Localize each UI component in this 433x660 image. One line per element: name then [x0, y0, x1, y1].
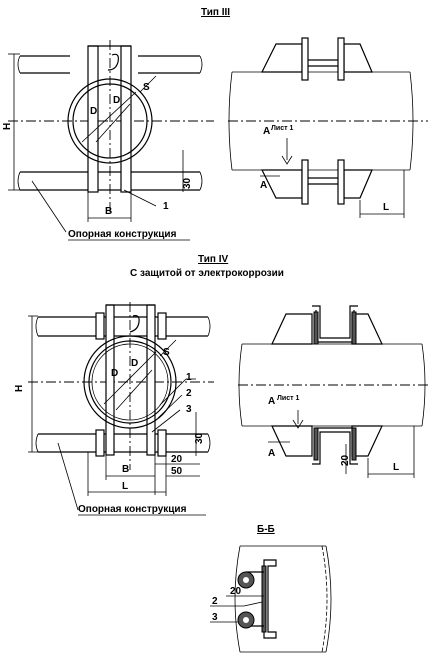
section-bb-title: Б-Б: [257, 524, 275, 535]
type-iii-dim-30: 30: [182, 177, 193, 189]
type-iv-dim-50: 50: [171, 466, 183, 477]
type-iii-drawing: Тип III: [2, 7, 428, 241]
type-iv-callout-2: 2: [186, 388, 192, 399]
type-iv-dim-20: 20: [171, 454, 183, 465]
type-iii-view-a-bottom: A: [260, 180, 267, 191]
type-iii-callout-1: 1: [163, 201, 169, 212]
type-iii-dim-s: S: [143, 82, 150, 93]
type-iii-dim-b: B: [105, 206, 112, 217]
section-bb-drawing: Б-Б 20 2 3: [210, 524, 332, 653]
section-bb-dim-20: 20: [230, 586, 242, 597]
type-iv-dim-20-right: 20: [340, 454, 351, 466]
section-bb-callout-3: 3: [212, 612, 218, 623]
type-iv-callout-3: 3: [186, 404, 192, 415]
type-iii-dim-d2: D: [113, 95, 120, 106]
type-iv-subtitle: С защитой от электрокоррозии: [130, 268, 284, 279]
type-iv-dim-s: S: [163, 347, 170, 358]
type-iv-dim-b: B: [122, 464, 129, 475]
section-bb-callout-2: 2: [212, 596, 218, 607]
type-iii-dim-h: H: [2, 123, 13, 130]
type-iv-dim-l-right: L: [393, 462, 399, 473]
type-iv-dim-h: H: [14, 385, 25, 392]
type-iv-view-a-bottom: A: [268, 448, 275, 459]
type-iv-callout-1: 1: [186, 372, 192, 383]
type-iv-left-view: D D S H 1 2 3 30 20 50: [14, 302, 214, 516]
type-iii-title: Тип III: [201, 7, 230, 18]
type-iv-dim-l: L: [122, 481, 128, 492]
type-iii-dim-l: L: [383, 202, 389, 213]
type-iv-dim-30: 30: [194, 432, 205, 444]
type-iv-support-label: Опорная конструкция: [78, 504, 187, 515]
type-iii-right-view: A Лист 1 A L: [228, 37, 428, 218]
type-iv-view-a-top: A: [268, 396, 275, 407]
type-iv-drawing: Тип IV С защитой от электрокоррозии: [14, 254, 430, 516]
type-iv-sheet-ref: Лист 1: [277, 395, 299, 402]
type-iv-right-view: A Лист 1 A 20 L: [238, 305, 430, 478]
type-iii-sheet-ref: Лист 1: [271, 125, 293, 132]
type-iii-dim-d1: D: [90, 106, 97, 117]
type-iv-dim-d2: D: [131, 358, 138, 369]
type-iii-left-view: D D S H 30 B 1 Опорная конструкция: [2, 40, 214, 241]
type-iii-view-a-top: A: [263, 126, 270, 137]
type-iv-title: Тип IV: [198, 254, 228, 265]
type-iv-dim-d1: D: [111, 368, 118, 379]
type-iii-support-label: Опорная конструкция: [68, 229, 177, 240]
